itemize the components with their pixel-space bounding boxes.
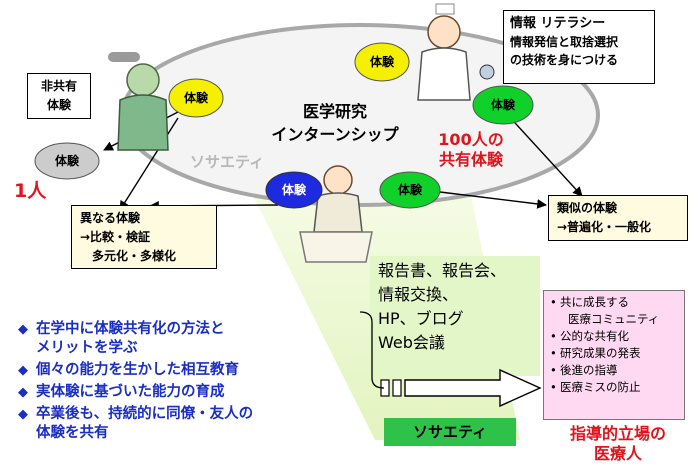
literacy-title: 情報 リテラシー xyxy=(510,16,606,31)
shared-experience-line1: 100人の xyxy=(438,130,504,149)
benefit-item: 医療コミュニティ xyxy=(568,312,660,326)
experience-bubble-yellow-top xyxy=(354,42,410,82)
center-title-line1: 医学研究 xyxy=(302,102,367,121)
one-person-label: 1人 xyxy=(14,180,47,202)
experience-bubble-green-right xyxy=(472,85,534,125)
arrow-ellipse-to-different xyxy=(119,117,179,211)
reports-line1: 報告書、報告会、 xyxy=(378,261,507,280)
experience-bubble-yellow-left xyxy=(168,78,224,118)
similar-experience-box: 類似の体験 →普遍化・一般化 xyxy=(548,195,688,241)
learning-bullet: ◆在学中に体験共有化の方法とメリットを学ぶ xyxy=(18,321,225,356)
literacy-box: 情報 リテラシー 情報発信と取捨選択 の技術を身につける xyxy=(503,10,655,84)
reports-line2: 情報交換、 xyxy=(378,285,459,304)
center-title: 医学研究 インターンシップ xyxy=(250,100,420,146)
learning-bullets: ◆在学中に体験共有化の方法とメリットを学ぶ ◆個々の能力を生かした相互教育 ◆実… xyxy=(18,320,348,443)
reports-band xyxy=(370,256,540,376)
experience-label-green-right: 体験 xyxy=(490,98,515,112)
leader-line2: 医療人 xyxy=(593,444,642,463)
different-line3: 多元化・多様化 xyxy=(92,249,177,263)
benefits-box xyxy=(543,290,685,420)
experience-label-gray: 体験 xyxy=(54,154,79,168)
different-experience-box: 異なる体験 →比較・検証 多元化・多様化 xyxy=(71,205,217,269)
shared-experience-label: 100人の 共有体験 xyxy=(416,130,526,170)
benefit-item: •研究成果の発表 xyxy=(550,346,641,360)
center-title-line2: インターンシップ xyxy=(271,125,399,144)
learning-bullet: ◆実体験に基づいた能力の育成 xyxy=(18,384,225,400)
bracket xyxy=(359,311,385,389)
learning-bullet: ◆個々の能力を生かした相互教育 xyxy=(18,362,239,378)
benefit-item: •共に成長する xyxy=(550,295,629,309)
shared-experience-line2: 共有体験 xyxy=(438,150,503,169)
benefit-item: •医療ミスの防止 xyxy=(550,380,641,394)
experience-label-green-bottom: 体験 xyxy=(397,183,422,197)
society-ellipse-label: ソサエティ xyxy=(190,153,265,171)
leader-line1: 指導的立場の xyxy=(569,424,666,443)
reports-line3: HP、ブログ xyxy=(378,309,464,328)
similar-line2: →普遍化・一般化 xyxy=(557,220,652,234)
arrow-green-to-similar xyxy=(439,191,547,209)
society-box: ソサエティ xyxy=(384,418,516,446)
speaker-figure xyxy=(299,165,373,263)
non-shared-box: 非共有 体験 xyxy=(27,73,91,119)
similar-line1: 類似の体験 xyxy=(557,201,618,215)
non-shared-line1: 非共有 xyxy=(40,79,77,93)
benefit-item: •後進の指導 xyxy=(550,363,618,377)
reports-line4: Web会議 xyxy=(378,333,445,352)
arrow-to-similar xyxy=(504,111,583,197)
benefit-item: •公的な共有化 xyxy=(550,329,629,343)
leader-label: 指導的立場の 医療人 xyxy=(548,424,688,464)
experience-label-yellow-left: 体験 xyxy=(183,91,208,105)
reports-text: 報告書、報告会、 情報交換、 HP、ブログ Web会議 xyxy=(378,259,546,355)
nurse-figure xyxy=(417,3,495,101)
outline-arrow-right xyxy=(380,368,542,408)
non-shared-line2: 体験 xyxy=(46,98,71,112)
different-line2: →比較・検証 xyxy=(80,230,151,244)
surgeon-figure xyxy=(108,52,169,151)
experience-bubble-blue xyxy=(265,171,323,209)
literacy-line1: 情報発信と取捨選択 xyxy=(510,35,619,49)
experience-bubble-green-bottom xyxy=(379,171,441,209)
different-line1: 異なる体験 xyxy=(80,211,141,225)
benefits-list: •共に成長する 医療コミュニティ •公的な共有化 •研究成果の発表 •後進の指導… xyxy=(550,294,678,396)
experience-label-blue: 体験 xyxy=(281,183,306,197)
experience-label-yellow-top: 体験 xyxy=(369,55,394,69)
experience-bubble-gray xyxy=(34,142,100,180)
learning-bullet: ◆卒業後も、持続的に同僚・友人の体験を共有 xyxy=(18,406,254,441)
literacy-line2: の技術を身につける xyxy=(510,53,619,67)
